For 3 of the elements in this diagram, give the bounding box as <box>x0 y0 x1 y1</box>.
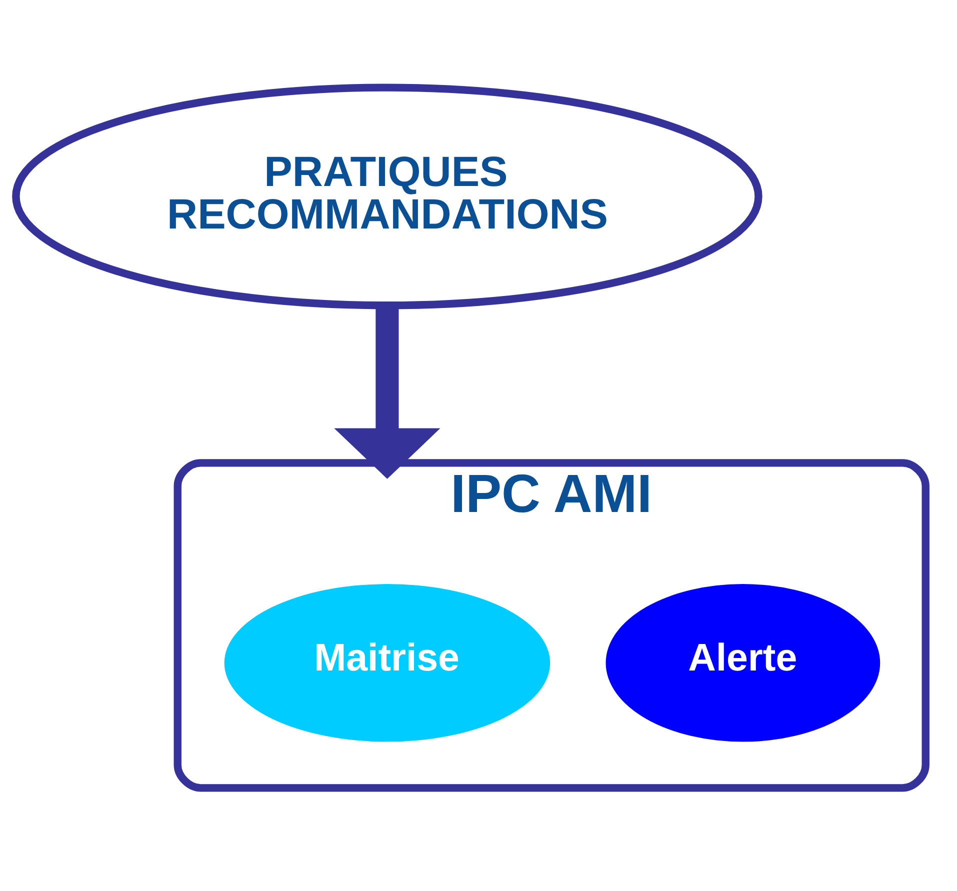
node-ellipse: PRATIQUES RECOMMANDATIONS <box>12 84 762 310</box>
node-ellipse: Maitrise <box>224 584 550 742</box>
node-ellipse: Alerte <box>606 584 880 742</box>
